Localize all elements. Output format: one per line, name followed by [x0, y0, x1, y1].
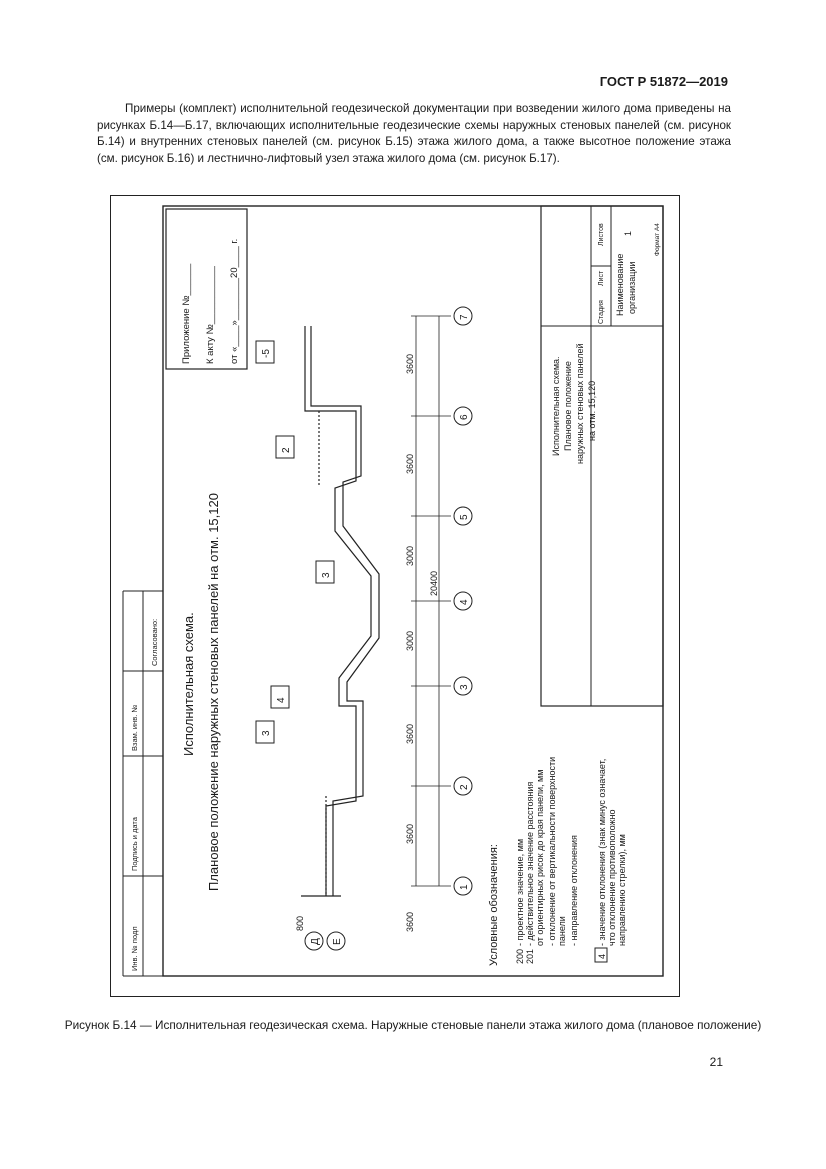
svg-text:4: 4: [459, 599, 470, 605]
svg-text:- направление отклонения: - направление отклонения: [569, 835, 579, 946]
axis-markers: 7 6 5 4 3 2 1 Д Е: [304, 306, 473, 951]
svg-text:2: 2: [281, 447, 292, 453]
drawing-title-2: Плановое положение наружных стеновых пан…: [206, 493, 221, 891]
standard-header: ГОСТ Р 51872—2019: [599, 74, 728, 89]
svg-text:Наименование: Наименование: [615, 254, 625, 316]
svg-text:- отклонение от вертикальности: - отклонение от вертикальности поверхнос…: [547, 757, 557, 946]
svg-text:2: 2: [459, 784, 470, 790]
svg-text:200: 200: [515, 949, 525, 964]
svg-text:от ориентирных рисок до края п: от ориентирных рисок до края панели, мм: [535, 770, 545, 946]
stamp-inv-podl: Инв. № подл: [130, 926, 139, 971]
svg-text:Плановое положение: Плановое положение: [563, 361, 573, 451]
svg-text:-5: -5: [261, 349, 272, 358]
svg-text:организации: организации: [627, 262, 637, 314]
svg-text:6: 6: [459, 414, 470, 420]
deviation-labels: -5 2 3 4 3: [255, 340, 335, 744]
offset-dim: 800: [295, 916, 305, 931]
svg-text:201: 201: [525, 949, 535, 964]
axis-lines: [411, 315, 451, 887]
svg-text:- проектное значение, мм: - проектное значение, мм: [515, 839, 525, 946]
annex-box: Приложение №______ К акту №___________ о…: [165, 208, 248, 370]
svg-text:7: 7: [459, 314, 470, 320]
span-2: 3600: [405, 824, 415, 844]
span-6: 3600: [405, 454, 415, 474]
svg-text:1: 1: [623, 231, 633, 236]
drawing-svg: Инв. № подл Подпись и дата Взам. инв. № …: [122, 205, 664, 977]
svg-text:панели: панели: [557, 916, 567, 946]
svg-text:Исполнительная схема.: Исполнительная схема.: [551, 356, 561, 456]
span-1: 3600: [405, 912, 415, 932]
page-number: 21: [709, 1055, 723, 1069]
svg-text:Стадия: Стадия: [598, 300, 605, 324]
approval-strip: Инв. № подл Подпись и дата Взам. инв. № …: [122, 590, 163, 977]
svg-text:Формат А4: Формат А4: [654, 223, 661, 256]
svg-text:4: 4: [597, 954, 607, 959]
legend: Условные обозначения: 200 201 - проектно…: [488, 757, 627, 966]
drawing-title-1: Исполнительная схема.: [181, 612, 196, 756]
title-block: Исполнительная схема. Плановое положение…: [540, 205, 664, 707]
svg-text:на отм. 15,120: на отм. 15,120: [587, 381, 597, 441]
drawing-frame: Инв. № подл Подпись и дата Взам. инв. № …: [110, 195, 680, 997]
svg-text:3: 3: [261, 730, 272, 736]
svg-text:3: 3: [459, 684, 470, 690]
annex-line-3: от «____»________20____ г.: [229, 239, 240, 364]
svg-text:5: 5: [459, 514, 470, 520]
svg-text:- действительное значение расс: - действительное значение расстояния: [525, 782, 535, 946]
svg-text:- значение отклонения (знак ми: - значение отклонения (знак минус означа…: [597, 759, 607, 946]
total-span: 20400: [429, 571, 439, 596]
span-3: 3600: [405, 724, 415, 744]
svg-text:направлению стрелки), мм: направлению стрелки), мм: [617, 834, 627, 946]
svg-text:1: 1: [459, 884, 470, 890]
span-4: 3000: [405, 631, 415, 651]
stamp-sign-date: Подпись и дата: [130, 816, 139, 871]
annex-line-2: К акту №___________: [205, 265, 216, 364]
svg-text:Д: Д: [310, 938, 321, 945]
svg-text:Лист: Лист: [598, 270, 605, 286]
svg-text:4: 4: [276, 697, 287, 703]
annex-line-1: Приложение №______: [181, 263, 192, 364]
stamp-agreed: Согласовано:: [150, 619, 159, 666]
intro-paragraph: Примеры (комплект) исполнительной геодез…: [97, 102, 731, 165]
svg-text:Листов: Листов: [598, 223, 605, 246]
svg-text:Условные обозначения:: Условные обозначения:: [488, 844, 500, 966]
svg-text:наружных стеновых панелей: наружных стеновых панелей: [575, 343, 585, 464]
span-5: 3000: [405, 546, 415, 566]
wall-outline: [301, 326, 380, 897]
stamp-vzam: Взам. инв. №: [130, 705, 139, 751]
svg-text:Е: Е: [332, 938, 343, 945]
svg-text:что отклонение противоположно: что отклонение противоположно: [607, 810, 617, 946]
figure-caption: Рисунок Б.14 — Исполнительная геодезичес…: [64, 1018, 762, 1032]
svg-text:3: 3: [321, 572, 332, 578]
span-7: 3600: [405, 354, 415, 374]
